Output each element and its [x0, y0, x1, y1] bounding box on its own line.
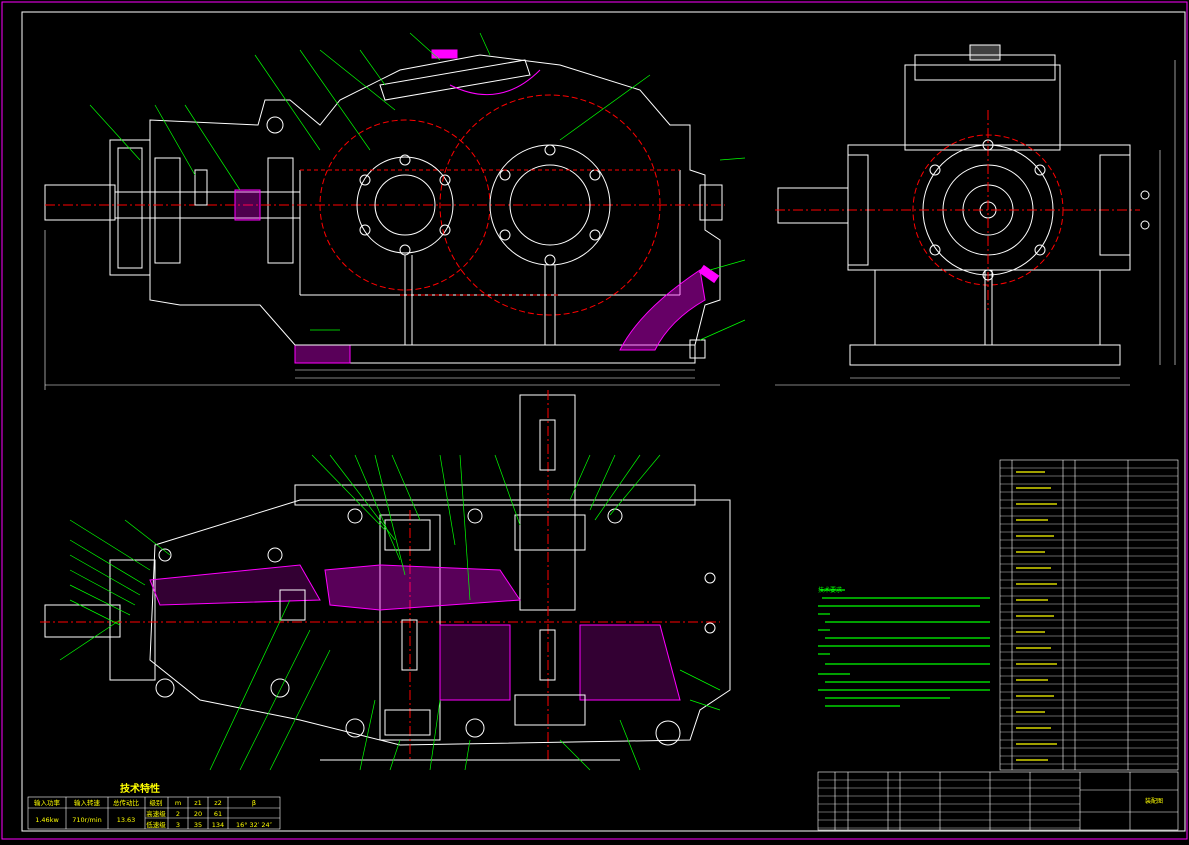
tech-head-1: 输入转速 — [74, 798, 101, 807]
tech-input-power: 1.46kw — [35, 816, 59, 824]
parts-list — [999, 459, 1179, 771]
section-input-shaft — [44, 604, 121, 638]
tech-head-3: 级别 — [150, 798, 163, 807]
tech-z2-high: 61 — [214, 810, 222, 818]
front-housing — [149, 54, 721, 346]
drawing-title: 装配图 — [1145, 797, 1163, 805]
tech-head-7: β — [252, 799, 256, 807]
tech-head-2: 总传动比 — [113, 798, 140, 807]
tech-req-title: 技术要求 — [818, 586, 842, 594]
tech-stage-low: 低速级 — [146, 820, 166, 829]
side-shaft — [777, 187, 849, 224]
small-gear — [356, 156, 454, 254]
tech-head-4: m — [175, 799, 181, 807]
inner-border — [21, 11, 1186, 832]
side-view — [775, 44, 1176, 386]
front-leaders — [89, 32, 746, 341]
section-leaders — [59, 454, 721, 771]
title-block — [817, 771, 1179, 831]
parts-list-rows — [1000, 467, 1178, 765]
inspection-cover — [379, 59, 531, 101]
tech-z1-low: 35 — [194, 821, 202, 829]
tech-m-high: 2 — [176, 810, 180, 818]
front-view — [44, 49, 725, 390]
tech-m-low: 3 — [176, 821, 180, 829]
input-shaft — [44, 184, 116, 221]
tech-stage-high: 高速级 — [146, 809, 166, 818]
tech-requirements — [818, 589, 990, 707]
tech-beta-low: 16° 32′ 24″ — [236, 821, 273, 829]
section-view — [40, 390, 731, 761]
title-block-rows — [818, 779, 1080, 829]
tech-total-ratio: 13.63 — [117, 816, 136, 824]
tech-head-0: 输入功率 — [34, 798, 61, 807]
tech-z2-low: 134 — [212, 821, 224, 829]
tech-input-speed: 710r/min — [72, 816, 102, 824]
tech-char-table — [27, 796, 281, 830]
tech-head-6: z2 — [214, 799, 222, 807]
section-housing — [149, 499, 731, 746]
bevel-gear — [324, 564, 521, 611]
tech-char-title: 技术特性 — [120, 782, 160, 795]
tech-z1-high: 20 — [194, 810, 202, 818]
side-base — [849, 344, 1121, 366]
side-housing — [847, 144, 1131, 271]
tech-char-cells: 输入功率 输入转速 总传动比 级别 m z1 z2 β 1.46kw 710r/… — [34, 798, 273, 829]
tech-head-5: z1 — [194, 799, 202, 807]
